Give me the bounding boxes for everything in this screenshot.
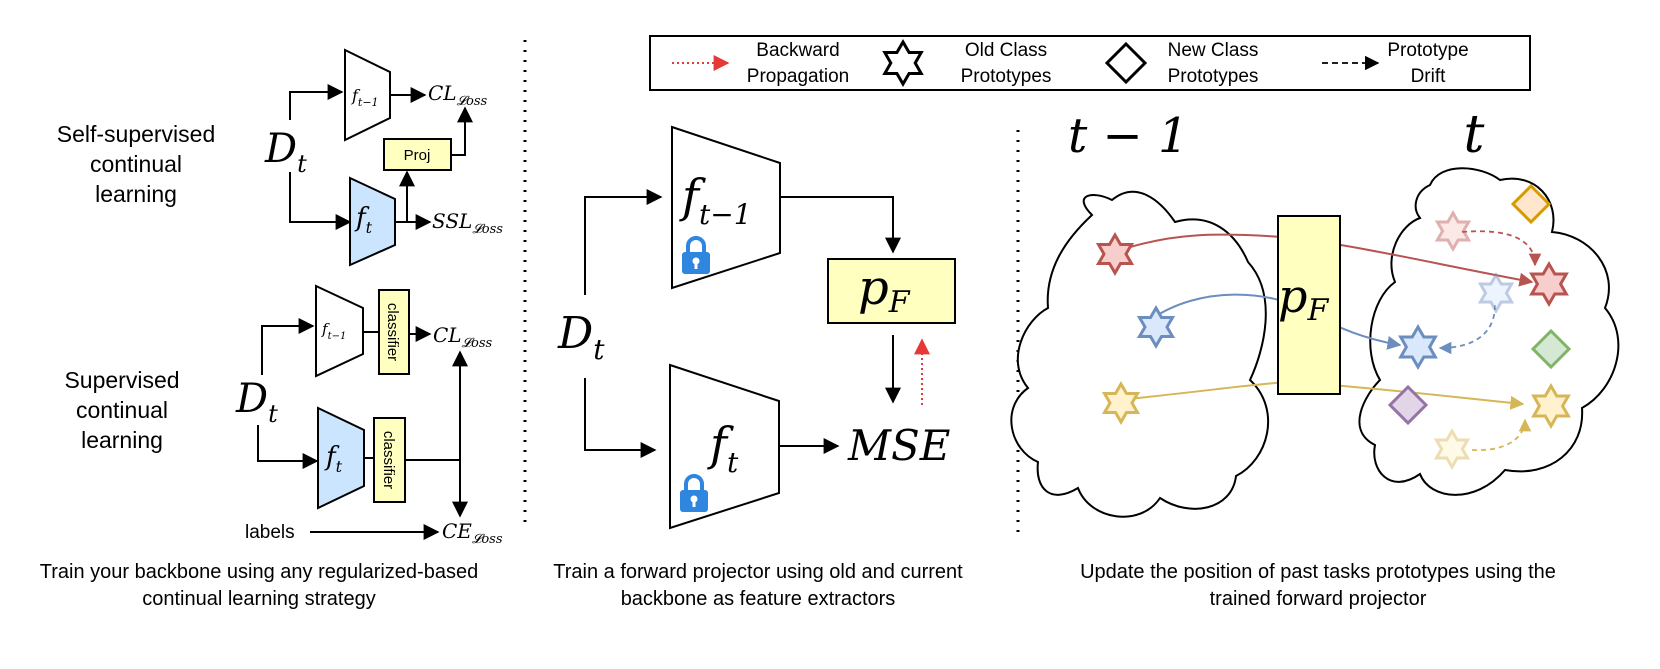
p2-mse-label: MSE xyxy=(847,421,950,470)
diamond-icon xyxy=(1104,41,1148,85)
p2-projector-box xyxy=(827,258,956,324)
sup-cl-loss: CL𝓛oss xyxy=(433,323,493,351)
legend-backward-line1: Backward xyxy=(756,40,839,61)
p2-current-backbone xyxy=(669,363,780,530)
task-prev-label: t − 1 xyxy=(1068,108,1189,164)
drift-arrow-yellow xyxy=(1471,418,1532,451)
p2-arrow-to-old xyxy=(584,189,663,295)
diamond-icon xyxy=(1510,183,1552,225)
sup-arrow-to-old xyxy=(261,318,315,375)
ssl-old-backbone-label: ft−1 xyxy=(351,86,379,109)
legend: Backward Propagation Old Class Prototype… xyxy=(649,35,1531,91)
panel-forward-projector: Dt ft−1 pF ft MSE Train a forward projec… xyxy=(553,125,963,610)
ssl-ssl-loss: SSL𝓛oss xyxy=(432,209,503,237)
ssl-arrow-to-current xyxy=(289,172,352,230)
legend-drift-line1: Prototype xyxy=(1387,40,1468,61)
p2-dataset-label: Dt xyxy=(557,308,605,366)
panel2-caption-line1: Train a forward projector using old and … xyxy=(553,561,963,583)
ssl-cl-loss: CL𝓛oss xyxy=(428,81,488,109)
panel-prototype-update: t − 1 t pF Update the position of past t… xyxy=(1010,105,1620,610)
diamond-icon xyxy=(1530,328,1572,370)
star-icon xyxy=(1136,305,1176,349)
p2-arrow-to-current xyxy=(584,378,657,458)
task-current-label: t xyxy=(1464,105,1485,165)
legend-drift-line2: Drift xyxy=(1411,66,1447,87)
ssl-dataset-label: Dt xyxy=(264,126,307,178)
sup-title-line1: Supervised xyxy=(64,367,179,393)
sup-old-classifier-box xyxy=(378,289,410,375)
diamond-icon xyxy=(1387,384,1429,426)
star-icon xyxy=(882,39,924,87)
legend-new-line2: Prototypes xyxy=(1168,66,1259,87)
cloud-prev-task xyxy=(1010,190,1270,518)
proj-label: Proj xyxy=(404,147,431,164)
ssl-arrow-to-old xyxy=(289,84,344,120)
p2-old-to-projector xyxy=(780,196,901,254)
labels-text: labels xyxy=(245,522,295,543)
star-icon xyxy=(1101,381,1141,425)
ssl-title-line2: continual xyxy=(90,151,182,177)
legend-old-line1: Old Class xyxy=(965,40,1047,61)
sup-dataset-label: Dt xyxy=(235,376,278,428)
star-icon xyxy=(1398,324,1438,370)
drift-arrow-blue xyxy=(1438,304,1496,355)
panel2-caption-line2: backbone as feature extractors xyxy=(621,588,896,610)
sup-old-backbone-label: ft−1 xyxy=(321,320,346,342)
star-icon xyxy=(1531,383,1571,429)
panel1-caption-line1: Train your backbone using any regularize… xyxy=(40,561,478,583)
ssl-old-backbone xyxy=(344,48,391,142)
sup-current-backbone xyxy=(317,406,365,510)
cloud-current-task xyxy=(1358,167,1620,496)
star-icon xyxy=(1477,272,1515,314)
sup-title-line2: continual xyxy=(76,397,168,423)
sup-title-line3: learning xyxy=(81,427,163,453)
panel3-caption-line2: trained forward projector xyxy=(1210,588,1427,610)
sup-old-backbone xyxy=(315,284,364,378)
star-icon xyxy=(1434,210,1472,252)
star-icon xyxy=(1095,232,1135,276)
p3-projector-box xyxy=(1277,215,1341,395)
p2-projector-label: pF xyxy=(858,260,911,320)
ssl-current-backbone xyxy=(349,176,396,267)
legend-box xyxy=(649,35,1531,91)
p2-old-backbone xyxy=(671,125,781,290)
sup-current-classifier-label: classifier xyxy=(380,431,397,489)
legend-old-line2: Prototypes xyxy=(961,66,1052,87)
panel1-caption-line2: continual learning strategy xyxy=(142,588,375,610)
drift-arrow-red xyxy=(1461,230,1542,267)
sup-old-classifier-label: classifier xyxy=(384,303,401,361)
star-icon xyxy=(1529,261,1569,307)
p3-projector-label: pF xyxy=(1278,269,1329,328)
ssl-title-line3: learning xyxy=(95,181,177,207)
panel-regularized-training: Self-supervised continual learning Super… xyxy=(40,48,503,610)
sup-arrow-to-current xyxy=(257,425,319,469)
proj-to-cl xyxy=(451,106,473,156)
ssl-title-line1: Self-supervised xyxy=(57,121,216,147)
star-icon xyxy=(1433,428,1471,470)
sup-current-classifier-box xyxy=(373,417,406,503)
panel3-caption-line1: Update the position of past tasks protot… xyxy=(1080,561,1556,583)
legend-new-line1: New Class xyxy=(1168,40,1259,61)
proj-box xyxy=(383,138,452,171)
ce-loss: CE𝓛oss xyxy=(442,519,503,547)
legend-backward-line2: Propagation xyxy=(747,66,849,87)
